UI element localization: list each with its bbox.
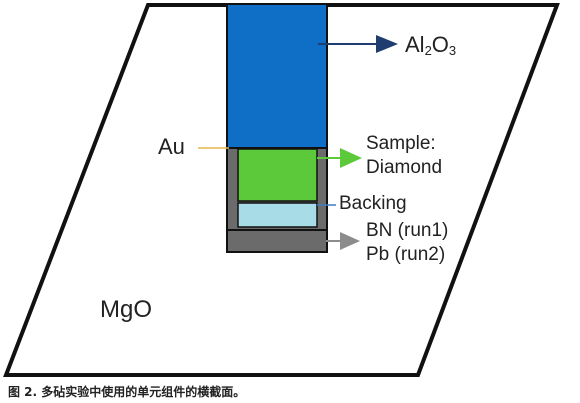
backing-block	[237, 202, 318, 228]
sample-block	[237, 148, 318, 202]
backing-label: Backing	[339, 193, 407, 214]
sample-label-line1: Sample:	[366, 133, 436, 154]
mgo-label: MgO	[100, 296, 152, 323]
sample-arrow-head	[340, 148, 362, 168]
figure-caption: 图 2. 多砧实验中使用的单元组件的横截面。	[8, 385, 246, 399]
pb-label: Pb (run2)	[366, 244, 445, 265]
bn-pb-slab	[226, 229, 328, 253]
bn-label: BN (run1)	[366, 220, 448, 241]
bn-pb-arrow-head	[340, 232, 360, 250]
sample-label-line2: Diamond	[366, 157, 442, 178]
al2o3-arrow-head	[376, 35, 398, 53]
au-label: Au	[158, 134, 185, 159]
al2o3-block	[226, 3, 328, 149]
al2o3-label: Al2O3	[405, 32, 456, 58]
